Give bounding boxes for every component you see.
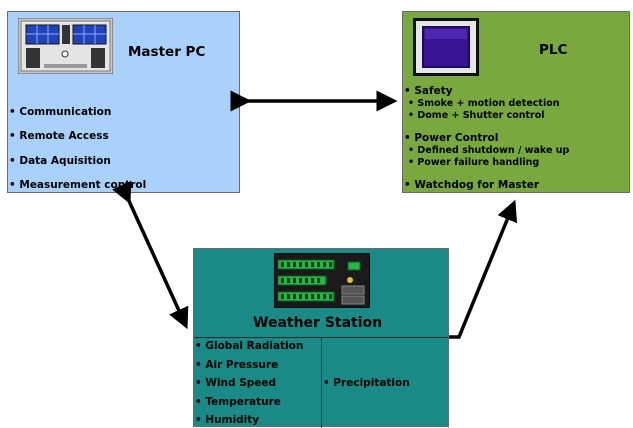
plc-sub-dome-shutter: • Dome + Shutter control <box>408 110 545 121</box>
plc-item-safety: • Safety <box>404 85 453 97</box>
plc-item-power-control: • Power Control <box>404 132 499 144</box>
plc-title: PLC <box>539 42 568 58</box>
weather-board-icon <box>274 253 370 308</box>
weather-item-global-radiation: • Global Radiation <box>195 340 304 352</box>
master-pc-box: Master PC • Communication • Remote Acces… <box>7 11 240 193</box>
plc-box: PLC • Safety • Smoke + motion detection … <box>402 11 630 193</box>
weather-item-precipitation: • Precipitation <box>323 377 410 389</box>
weather-item-temperature: • Temperature <box>195 396 281 408</box>
master-pc-item-measurement-control: • Measurement control <box>9 179 147 191</box>
plc-screen-icon <box>413 18 479 76</box>
master-pc-item-data-acquisition: • Data Aquisition <box>9 155 111 167</box>
plc-sub-power-failure: • Power failure handling <box>408 157 540 168</box>
weather-divider-vertical <box>321 337 322 428</box>
arrow-master-weather <box>112 180 189 330</box>
weather-item-wind-speed: • Wind Speed <box>195 377 277 389</box>
weather-station-title: Weather Station <box>253 315 383 331</box>
master-pc-title: Master PC <box>128 44 206 60</box>
arrow-weather-plc <box>449 199 518 339</box>
master-pc-item-remote-access: • Remote Access <box>9 130 109 142</box>
plc-item-watchdog: • Watchdog for Master <box>404 179 539 191</box>
plc-sub-shutdown-wakeup: • Defined shutdown / wake up <box>408 145 570 156</box>
master-pc-item-communication: • Communication <box>9 106 112 118</box>
master-pc-icon <box>18 18 113 74</box>
weather-station-box: Weather Station • Global Radiation • Air… <box>193 248 449 428</box>
weather-item-air-pressure: • Air Pressure <box>195 359 279 371</box>
plc-sub-smoke-motion: • Smoke + motion detection <box>408 98 560 109</box>
weather-item-humidity: • Humidity <box>195 414 260 426</box>
